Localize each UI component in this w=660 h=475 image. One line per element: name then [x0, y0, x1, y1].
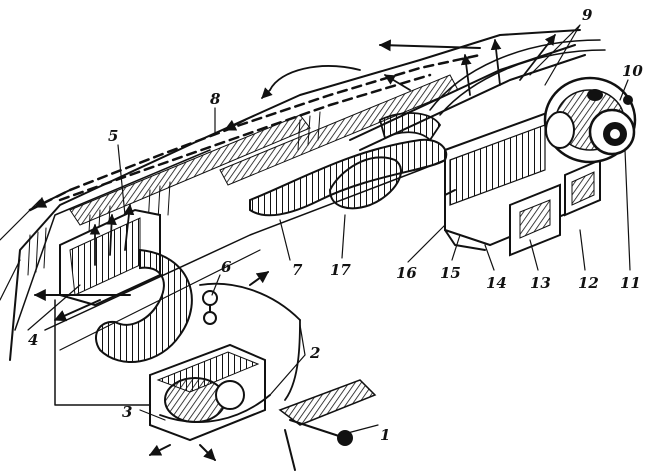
control-cables [54, 271, 301, 423]
label-15: 15 [440, 264, 461, 282]
label-16: 16 [396, 264, 417, 282]
label-5: 5 [108, 127, 118, 145]
label-3: 3 [122, 403, 132, 421]
label-10: 10 [622, 62, 643, 80]
leader-lines [27, 24, 631, 436]
label-13: 13 [530, 274, 551, 292]
label-6: 6 [221, 258, 232, 276]
lower-fan-unit [148, 343, 266, 461]
part-labels: 1 2 3 4 5 6 7 8 9 10 11 12 13 14 15 16 1… [28, 6, 643, 444]
corrugated-hose-left [95, 248, 193, 363]
valve [202, 290, 218, 325]
label-4: 4 [28, 331, 38, 349]
label-7: 7 [292, 261, 303, 279]
label-8: 8 [210, 90, 221, 108]
label-2: 2 [309, 344, 320, 362]
corrugated-hose-upper [249, 112, 448, 217]
label-12: 12 [578, 274, 599, 292]
heater-pipes [349, 34, 606, 151]
label-1: 1 [380, 426, 390, 444]
label-14: 14 [486, 274, 507, 292]
air-flow-lines [28, 39, 482, 212]
label-17: 17 [330, 261, 351, 279]
label-11: 11 [620, 274, 641, 292]
label-9: 9 [582, 6, 593, 24]
control-lever [278, 379, 377, 471]
fan-motor [543, 76, 637, 164]
